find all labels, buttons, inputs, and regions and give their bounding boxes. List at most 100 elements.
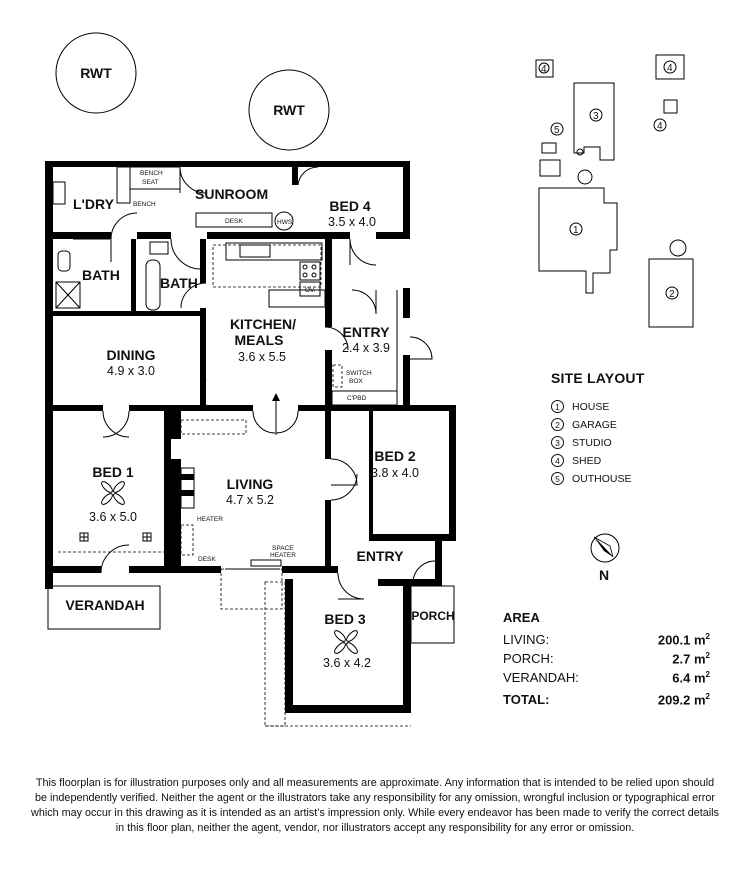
cupboard-label: C'PBD [347,395,367,402]
kitchen-sink [239,244,271,258]
kitchen-upper-cabinets [212,244,322,288]
bed4-dim: 3.5 x 4.0 [328,215,376,229]
door-arc [252,410,276,434]
door-arc [330,458,358,486]
area-label: VERANDAH: [503,670,579,685]
living-deck [220,568,283,610]
site-layout-map: 4 4 4 3 5 1 2 [535,54,694,328]
verandah-label: VERANDAH [65,597,144,613]
legend-number: 1 [551,400,564,413]
verandah [47,585,161,630]
cupboard [331,390,398,406]
cooktop [299,261,321,281]
legend-label: OUTHOUSE [572,472,632,485]
area-row-living: LIVING: 200.1 m2 [503,632,710,647]
shower [55,281,81,309]
door-arc [202,379,207,406]
porch [410,585,455,644]
legend-number: 2 [551,418,564,431]
entry-arrow-icon [272,393,280,401]
sunroom-desk-label: DESK [225,218,243,225]
door-arc [324,326,349,351]
area-total-value: 209.2 m2 [657,692,710,708]
legend-label: SHED [572,454,602,467]
living-desk-label: DESK [198,556,216,563]
legend-label: HOUSE [572,400,610,413]
windows [48,163,453,709]
legend-number: 5 [551,472,564,485]
living-dim: 4.7 x 5.2 [226,493,274,507]
bench-label: BENCH [133,201,156,208]
ceiling-fan-icon [101,481,125,505]
switch-box [332,364,343,388]
bench-seat-label-2: SEAT [142,179,159,186]
cupboard-icon [79,532,152,542]
kitchen-name-1: KITCHEN/ [230,316,296,332]
legend-item: 2 GARAGE [551,418,617,431]
north-arrow-icon: N [590,533,620,583]
laundry-bench [116,166,131,204]
site-num-4a: 4 [541,64,547,75]
oven [299,281,321,297]
laundry-sink [52,181,66,205]
door-arc [170,238,202,270]
door-arc [349,238,377,266]
door-arc [180,282,207,309]
bed1-name: BED 1 [92,464,133,480]
bench-seat-label-1: BENCH [140,170,163,177]
living-dashed [180,419,247,435]
door-arc [275,410,299,434]
bed3-dim: 3.6 x 4.2 [323,656,371,670]
bed2-dim: 3.8 x 4.0 [371,466,419,480]
legend-label: GARAGE [572,418,617,431]
bed4-name: BED 4 [329,198,370,214]
rwt-label-2: RWT [273,102,305,118]
space-heater [250,559,282,567]
site-layout-title: SITE LAYOUT [551,370,645,386]
fireplace [180,467,195,509]
legend-item: 4 SHED [551,454,601,467]
door-arc [297,166,319,186]
door-arc [351,289,377,315]
area-value: 200.1 m2 [657,632,710,648]
entry-bottom-label: ENTRY [357,548,405,564]
kitchen-name-2: MEALS [235,332,284,348]
heater-label: HEATER [197,516,223,523]
door-arc [110,212,138,240]
space-heater-label-1: SPACE [272,545,294,552]
entry-top-dim: 2.4 x 3.9 [342,341,390,355]
door-arc [102,410,130,438]
legend-number: 4 [551,454,564,467]
laundry-label: L'DRY [73,196,115,212]
door-arc [102,410,130,438]
site-num-2: 2 [669,289,675,300]
rainwater-tank-1: RWT [55,32,137,114]
rainwater-tank-2: RWT [248,69,330,151]
entry-top-name: ENTRY [343,324,391,340]
site-num-5: 5 [554,125,560,136]
entry-door [409,336,433,360]
site-num-1: 1 [573,225,579,236]
bed2-name: BED 2 [374,448,415,464]
legend-label: STUDIO [572,436,612,449]
vanity [149,241,169,255]
site-num-3: 3 [593,111,599,122]
bed3-name: BED 3 [324,611,365,627]
switch-box-label-2: BOX [349,378,363,385]
site-num-4c: 4 [657,121,663,132]
area-row-porch: PORCH: 2.7 m2 [503,651,710,666]
area-title: AREA [503,610,540,625]
area-label: LIVING: [503,632,550,647]
bath-left-label: BATH [82,267,120,283]
north-label: N [599,567,609,583]
kitchen-island [268,289,326,308]
bed3-deck [264,581,286,727]
disclaimer-text: This floorplan is for illustration purpo… [31,777,719,834]
area-value: 2.7 m2 [672,651,710,667]
rwt-label-1: RWT [80,65,112,81]
sunroom-desk [195,212,273,228]
hws-tank [274,211,294,231]
bathtub [145,259,161,311]
sunroom-label: SUNROOM [195,186,268,202]
dining-name: DINING [107,347,156,363]
